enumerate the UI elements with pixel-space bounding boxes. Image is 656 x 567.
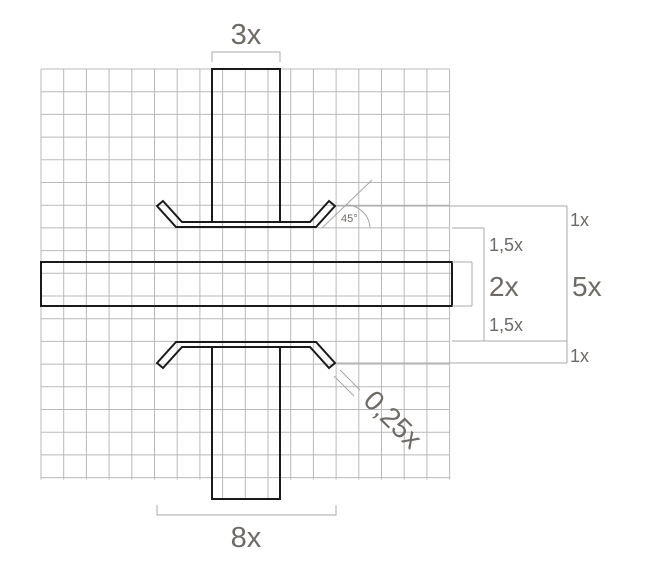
label-inner-bottom: 1,5x xyxy=(489,315,523,335)
horizontal-bar xyxy=(40,261,453,307)
label-gap-top: 1x xyxy=(570,210,589,230)
label-stroke: 0,25x xyxy=(358,384,428,454)
bottom-chevron xyxy=(155,341,337,370)
label-inner-top: 1,5x xyxy=(489,235,523,255)
label-center: 2x xyxy=(489,271,519,302)
label-bottom-width: 8x xyxy=(231,522,262,554)
dimension-lines xyxy=(156,51,568,516)
top-chevron xyxy=(155,199,337,228)
label-top-width: 3x xyxy=(231,19,262,51)
symbol-outline xyxy=(40,68,453,500)
label-angle: 45° xyxy=(341,213,358,225)
label-total: 5x xyxy=(572,271,602,302)
label-gap-bottom: 1x xyxy=(570,346,589,366)
